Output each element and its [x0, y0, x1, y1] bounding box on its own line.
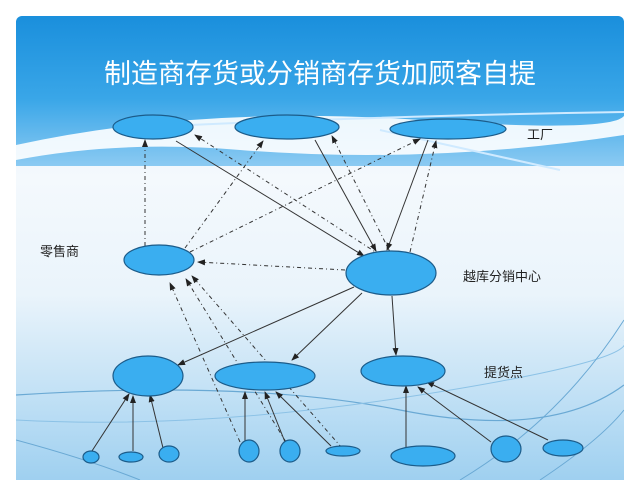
background-swooshes: [16, 110, 624, 480]
customer-node-4: [238, 439, 260, 463]
customer-node-1: [82, 450, 100, 464]
pickup-point-node: [360, 355, 446, 387]
customer-node-9: [542, 439, 584, 457]
solid-flows: [89, 139, 549, 455]
factory-node-2: [234, 114, 340, 140]
customer-node-8: [490, 435, 522, 463]
factory-label: 工厂: [527, 128, 554, 143]
retailer-label: 零售商: [40, 245, 80, 260]
factory-node-1: [112, 114, 194, 140]
customer-node-2: [118, 451, 144, 463]
retail-store-node-2: [214, 361, 316, 391]
slide: 制造商存货或分销商存货加顾客自提: [16, 16, 624, 480]
retailer-node: [123, 244, 195, 276]
customer-node-6: [325, 445, 361, 457]
retail-store-node-1: [112, 355, 184, 397]
customer-node-5: [279, 439, 301, 463]
customer-node-7: [390, 445, 456, 467]
factory-node-3: [389, 118, 507, 140]
cross-dock-label: 越库分销中心: [463, 270, 542, 285]
pickup-label: 提货点: [484, 366, 524, 381]
customer-node-3: [158, 445, 180, 463]
slide-title: 制造商存货或分销商存货加顾客自提: [104, 59, 536, 90]
cross-dock-node: [345, 250, 437, 296]
dashed-flows: [142, 134, 438, 449]
